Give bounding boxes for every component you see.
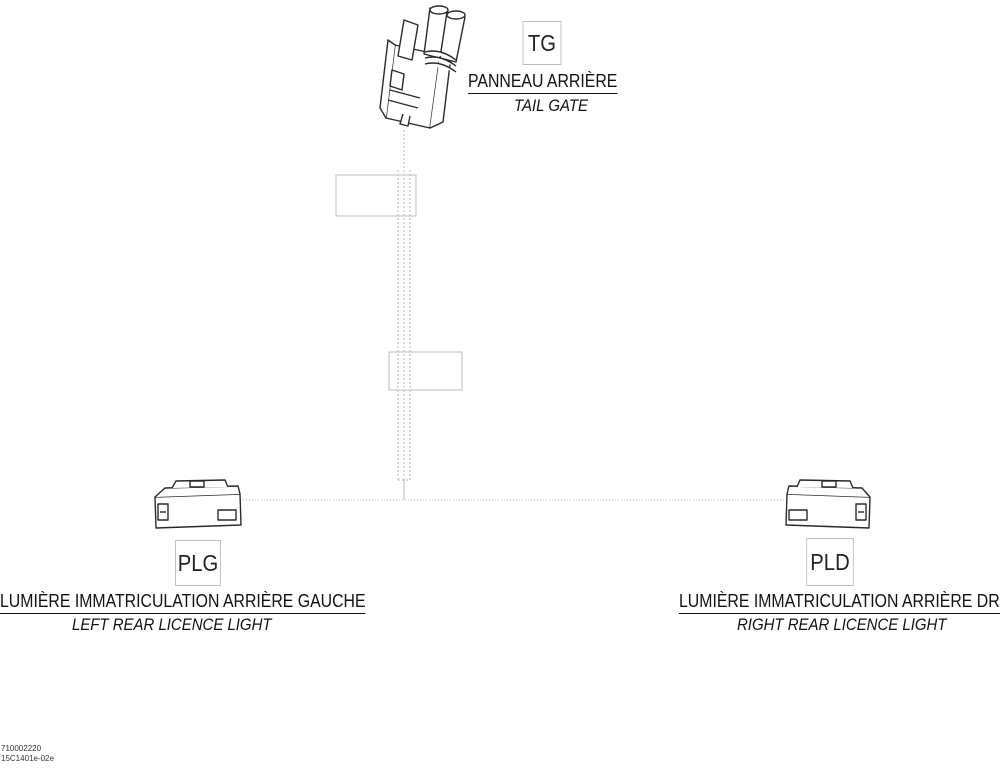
connector-code-pld: PLD	[806, 538, 854, 586]
connector-label-en-plg: LEFT REAR LICENCE LIGHT	[72, 615, 272, 634]
connector-label-en-tg: TAIL GATE	[514, 96, 589, 115]
connector-code-plg: PLG	[175, 540, 221, 586]
connector-label-fr-tg: PANNEAU ARRIÈRE	[468, 71, 618, 94]
part-number: 710002220	[1, 744, 42, 753]
multi-pin-harness-connector-icon	[379, 5, 466, 129]
harness-clip-middle	[388, 351, 463, 391]
two-pin-connector-icon-right	[785, 479, 871, 529]
harness-clip-upper	[335, 174, 417, 217]
two-pin-connector-icon-left	[154, 479, 242, 529]
connector-label-fr-plg: LUMIÈRE IMMATRICULATION ARRIÈRE GAUCHE	[0, 591, 366, 614]
connector-label-en-pld: RIGHT REAR LICENCE LIGHT	[737, 615, 947, 634]
drawing-code: 15C1401e-02e	[1, 754, 54, 763]
connector-label-fr-pld: LUMIÈRE IMMATRICULATION ARRIÈRE DROIT	[679, 591, 1000, 614]
harness-wires	[243, 130, 784, 501]
connector-code-tg: TG	[522, 21, 562, 65]
